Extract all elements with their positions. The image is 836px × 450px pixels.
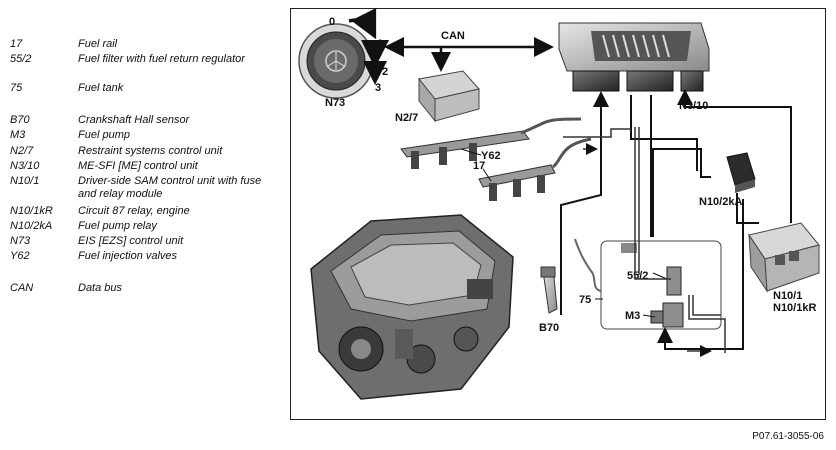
n10-2ka-label: N10/2kA [699,196,742,208]
legend-desc: Fuel injection valves [78,250,178,262]
n10-2ka-fuel-pump-relay: N10/2kA [699,152,756,208]
legend-code: N3/10 [10,160,40,172]
legend-code: N2/7 [10,145,34,157]
legend-code: N73 [10,235,31,247]
n10-1-label: N10/1 [773,290,802,302]
legend-code: 75 [10,82,23,94]
key-position-1: 1 [377,38,383,50]
n2-7-restraint-unit: N2/7 [395,70,480,124]
n3-10-ecu: N3/10 [558,22,710,112]
can-bus: CAN [384,30,554,72]
legend-desc: Driver-side SAM control unit with fuse a… [78,175,262,200]
injector [537,175,545,193]
legend-code: B70 [10,114,30,126]
legend-desc: Restraint systems control unit [78,145,223,157]
key-position-2: 2 [382,66,388,78]
engine [310,214,514,400]
legend-desc: Data bus [78,282,123,294]
rail-label: 17 [473,160,485,172]
n2-7-label: N2/7 [395,112,418,124]
fuel-tank-assembly: 55/2 75 M3 [574,238,722,330]
injector [469,143,477,161]
injector [513,179,521,197]
figure-reference: P07.61-3055-06 [752,431,824,442]
fuel-lines [563,127,726,357]
n73-label: N73 [325,97,345,109]
diagram-canvas: 0 1 2 3 N73 CAN N2/7 N3/10 [298,9,820,400]
legend-code: Y62 [10,250,30,262]
legend-code: N10/1kR [10,205,53,217]
key-position-0: 0 [329,16,335,28]
filter-label: 55/2 [627,270,648,282]
legend-desc: EIS [EZS] control unit [78,235,184,247]
n73-ignition-switch: 0 1 2 3 N73 [298,9,389,109]
legend-code: N10/2kA [10,220,53,232]
legend-code: N10/1 [10,175,40,187]
legend-desc: Fuel pump [78,129,130,141]
n10-1-sam-unit: N10/1 N10/1kR [748,222,820,314]
legend-code: CAN [10,282,34,294]
n10-1kr-label: N10/1kR [773,302,816,314]
fuel-rail-assembly: Y62 17 [400,117,592,201]
can-label: CAN [441,30,465,42]
legend-desc: ME-SFI [ME] control unit [78,160,198,172]
legend-panel: 17 Fuel rail 55/2 Fuel filter with fuel re… [0,0,290,450]
legend-desc: Circuit 87 relay, engine [78,205,190,217]
legend-desc: Fuel tank [78,82,124,94]
injector [439,147,447,165]
b70-crankshaft-sensor: B70 [539,266,559,334]
legend-desc: Fuel filter with fuel return regulator [78,53,245,65]
legend-code: 17 [10,38,23,50]
tank-label: 75 [579,294,591,306]
legend-desc: Fuel pump relay [78,220,157,232]
injector [411,151,419,169]
pump-label: M3 [625,310,640,322]
b70-label: B70 [539,322,559,334]
legend-desc: Fuel rail [78,38,118,50]
legend-desc: Crankshaft Hall sensor [78,114,190,126]
y62-label: Y62 [481,150,501,162]
key-position-3: 3 [375,82,381,94]
legend-code: M3 [10,129,26,141]
injector [489,183,497,201]
legend-code: 55/2 [10,53,32,65]
fuel-system-diagram: 0 1 2 3 N73 CAN N2/7 N3/10 [290,8,826,420]
